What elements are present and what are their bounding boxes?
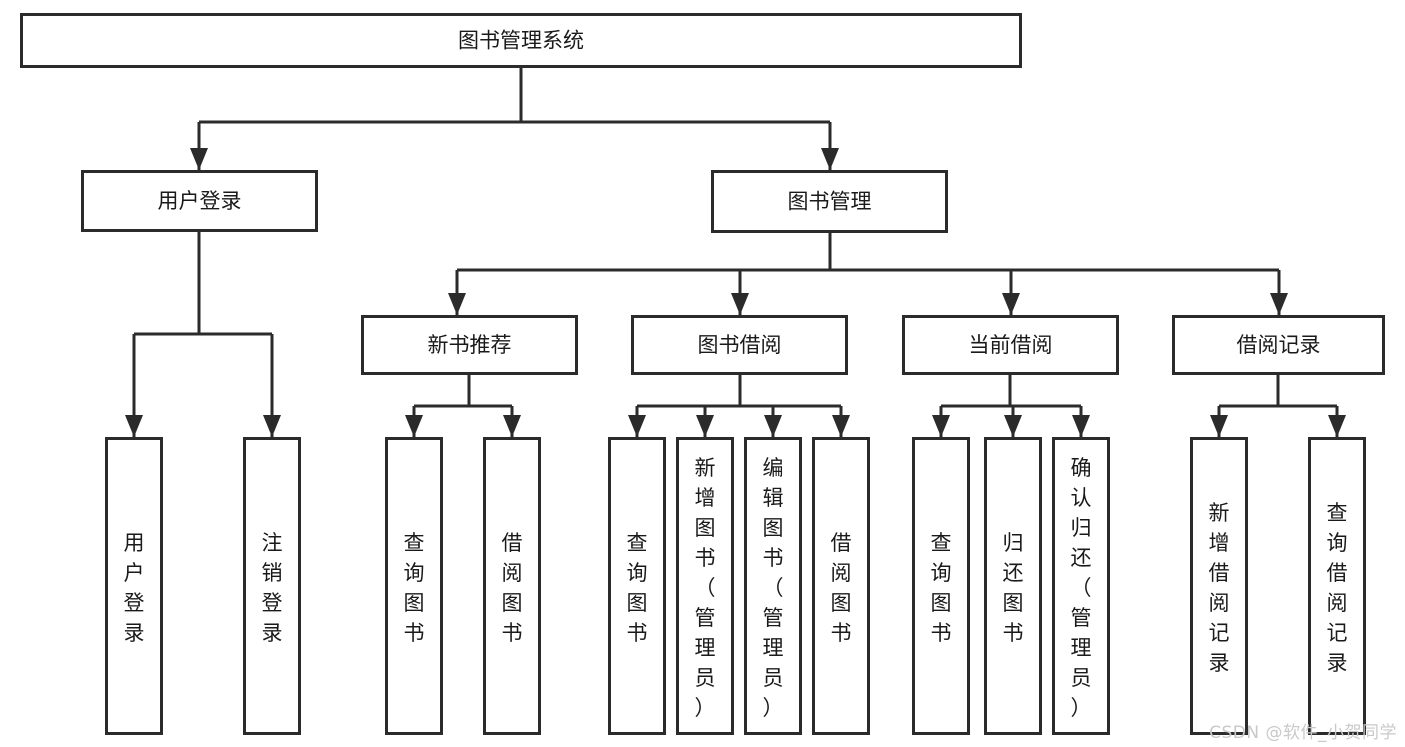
node-leaf-8[interactable]: 查询图书 — [912, 437, 970, 735]
arrow-group-2-0 — [932, 415, 950, 437]
arrow-mgmt-0 — [448, 293, 466, 315]
node-box[interactable] — [902, 315, 1119, 375]
node-level2-0[interactable]: 用户登录 — [81, 170, 318, 232]
node-label: 借阅记录 — [1237, 333, 1321, 357]
node-level3-0[interactable]: 新书推荐 — [361, 315, 578, 375]
node-leaf-6[interactable]: 编辑图书（管理员） — [744, 437, 802, 735]
node-label: 新增借阅记录 — [1209, 501, 1230, 675]
arrow-group-1-0 — [628, 415, 646, 437]
node-level2-1[interactable]: 图书管理 — [711, 170, 948, 233]
arrow-mgmt-1 — [731, 293, 749, 315]
arrow-login-1 — [263, 415, 281, 437]
node-label: 归还图书 — [1003, 531, 1024, 645]
arrow-root-0 — [190, 148, 208, 170]
node-box[interactable] — [912, 437, 970, 735]
node-box[interactable] — [1052, 437, 1110, 735]
arrow-group-2-1 — [1004, 415, 1022, 437]
node-label: 编辑图书（管理员） — [763, 456, 784, 720]
arrow-group-2-2 — [1072, 415, 1090, 437]
node-box[interactable] — [676, 437, 734, 735]
node-label: 图书管理系统 — [458, 29, 584, 53]
node-box[interactable] — [361, 315, 578, 375]
node-leaf-0[interactable]: 用户登录 — [105, 437, 163, 735]
node-label: 查询图书 — [931, 531, 952, 645]
node-root-system[interactable]: 图书管理系统 — [20, 13, 1022, 68]
node-level3-2[interactable]: 当前借阅 — [902, 315, 1119, 375]
node-label: 当前借阅 — [969, 333, 1053, 357]
node-level3-3[interactable]: 借阅记录 — [1172, 315, 1385, 375]
node-layer: 图书管理系统用户登录图书管理新书推荐图书借阅当前借阅借阅记录用户登录注销登录查询… — [20, 13, 1385, 735]
arrow-mgmt-3 — [1270, 293, 1288, 315]
node-label: 新增图书（管理员） — [695, 456, 716, 720]
node-label: 新书推荐 — [428, 333, 512, 357]
node-box[interactable] — [385, 437, 443, 735]
arrow-group-1-3 — [832, 415, 850, 437]
node-box[interactable] — [608, 437, 666, 735]
node-label: 确认归还（管理员） — [1071, 456, 1092, 720]
arrow-group-1-2 — [764, 415, 782, 437]
arrow-root-1 — [821, 148, 839, 170]
node-box[interactable] — [483, 437, 541, 735]
node-leaf-4[interactable]: 查询图书 — [608, 437, 666, 735]
node-leaf-5[interactable]: 新增图书（管理员） — [676, 437, 734, 735]
arrow-group-0-1 — [503, 415, 521, 437]
node-box[interactable] — [1308, 437, 1366, 735]
node-label: 借阅图书 — [502, 531, 523, 645]
node-leaf-9[interactable]: 归还图书 — [984, 437, 1042, 735]
node-level3-1[interactable]: 图书借阅 — [631, 315, 848, 375]
node-box[interactable] — [984, 437, 1042, 735]
node-box[interactable] — [631, 315, 848, 375]
node-leaf-7[interactable]: 借阅图书 — [812, 437, 870, 735]
node-box[interactable] — [81, 170, 318, 232]
arrow-mgmt-2 — [1002, 293, 1020, 315]
node-box[interactable] — [1172, 315, 1385, 375]
node-label: 查询图书 — [627, 531, 648, 645]
node-leaf-11[interactable]: 新增借阅记录 — [1190, 437, 1248, 735]
node-box[interactable] — [711, 170, 948, 233]
node-label: 借阅图书 — [831, 531, 852, 645]
node-label: 用户登录 — [124, 531, 145, 645]
node-box[interactable] — [243, 437, 301, 735]
node-label: 查询图书 — [404, 531, 425, 645]
node-box[interactable] — [20, 13, 1022, 68]
node-label: 用户登录 — [158, 189, 242, 213]
node-box[interactable] — [812, 437, 870, 735]
arrow-group-1-1 — [696, 415, 714, 437]
node-leaf-3[interactable]: 借阅图书 — [483, 437, 541, 735]
node-leaf-12[interactable]: 查询借阅记录 — [1308, 437, 1366, 735]
node-label: 查询借阅记录 — [1327, 501, 1348, 675]
node-leaf-1[interactable]: 注销登录 — [243, 437, 301, 735]
arrow-group-0-0 — [405, 415, 423, 437]
node-box[interactable] — [744, 437, 802, 735]
arrow-login-0 — [125, 415, 143, 437]
node-label: 图书借阅 — [698, 333, 782, 357]
node-leaf-2[interactable]: 查询图书 — [385, 437, 443, 735]
node-leaf-10[interactable]: 确认归还（管理员） — [1052, 437, 1110, 735]
node-label: 图书管理 — [788, 190, 872, 214]
node-box[interactable] — [105, 437, 163, 735]
connector-layer — [125, 68, 1346, 437]
node-box[interactable] — [1190, 437, 1248, 735]
arrow-group-3-0 — [1210, 415, 1228, 437]
node-label: 注销登录 — [262, 531, 283, 645]
arrow-group-3-1 — [1328, 415, 1346, 437]
